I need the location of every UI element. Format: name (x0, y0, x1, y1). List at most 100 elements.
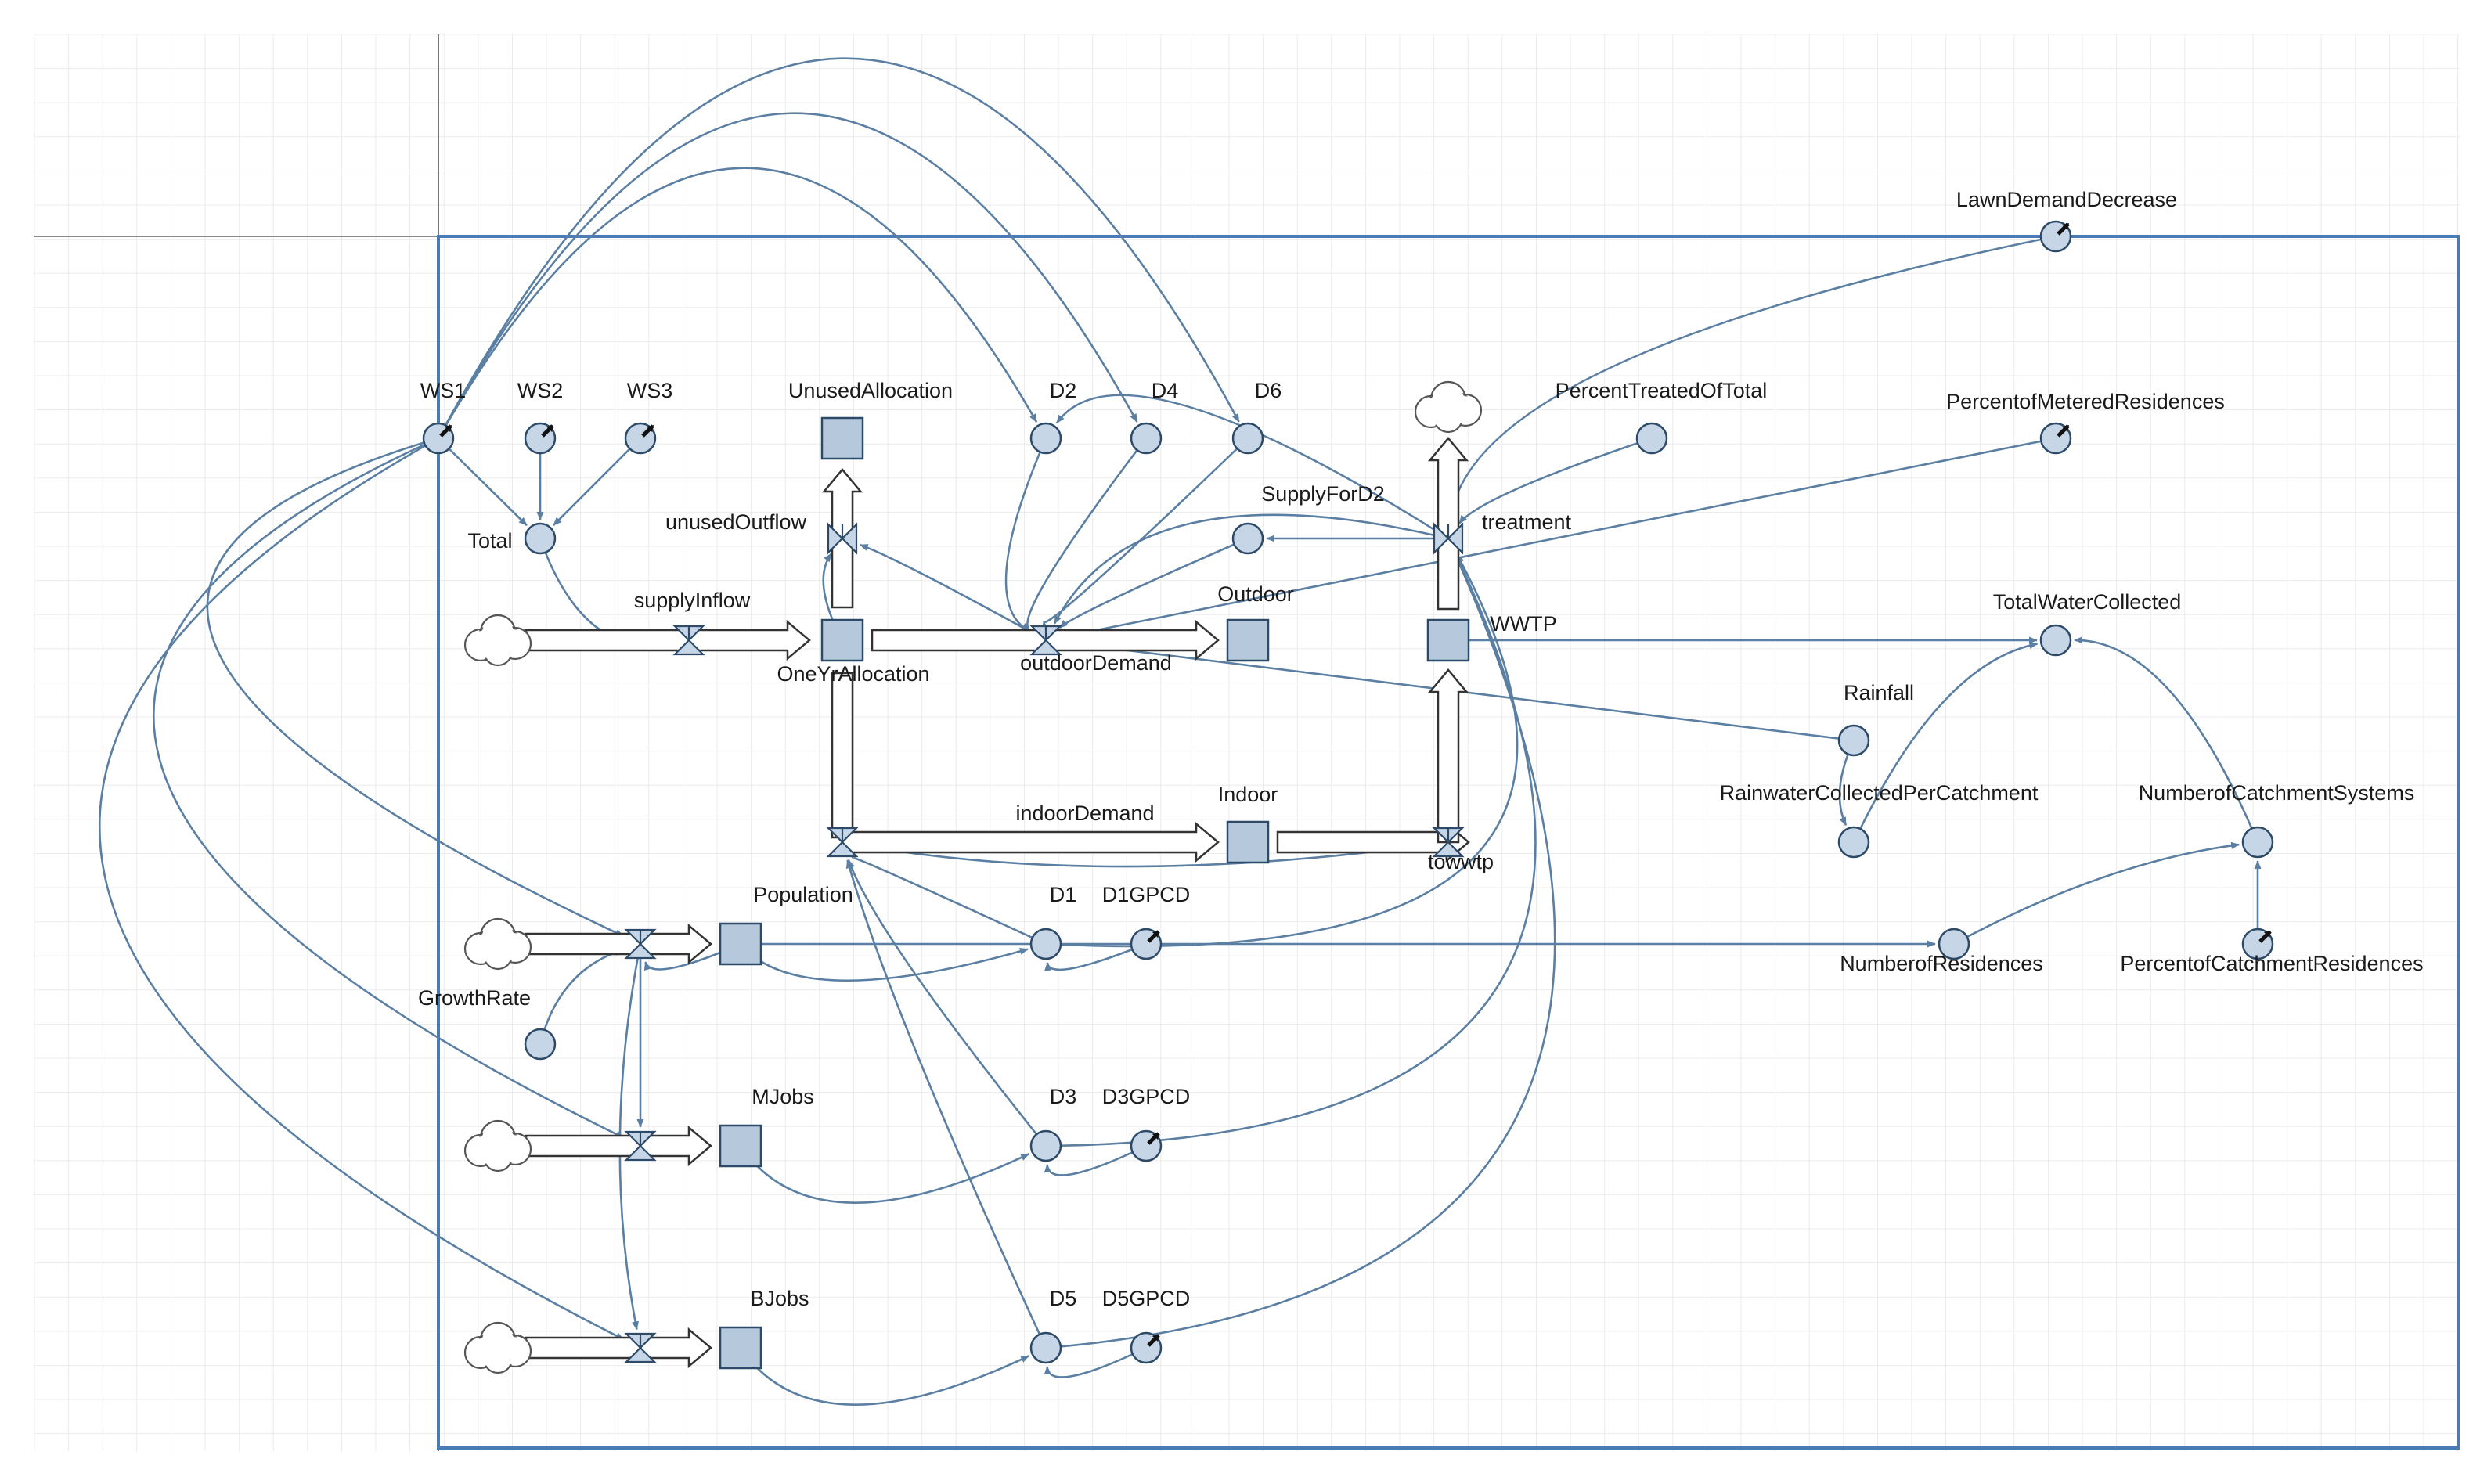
valve-bjobsFlow[interactable] (624, 1332, 657, 1363)
connector-D3GPCD-to-D3[interactable] (1044, 1144, 1147, 1176)
converter-label-Rainfall: Rainfall (1844, 681, 1914, 704)
converter-NumberofCatchmentSystems[interactable] (2241, 826, 2274, 859)
valve-towwtp[interactable] (1432, 827, 1465, 858)
connector-D5-to-indoorDemand[interactable] (845, 859, 1047, 1349)
converter-WS2[interactable] (524, 422, 557, 455)
connector-WS1-to-Total[interactable] (438, 438, 528, 527)
converter-label-WS3: WS3 (627, 379, 673, 402)
connector-D6-to-outdoorDemand[interactable] (1041, 438, 1249, 630)
connector-PercentTreatedOfTotal-to-treatment[interactable] (1458, 437, 1653, 524)
connector-D3-to-indoorDemand[interactable] (847, 859, 1047, 1147)
converter-NumberofResidences[interactable] (1938, 928, 1970, 960)
converter-TotalWaterCollected[interactable] (2039, 624, 2072, 657)
valve-unusedOutflow[interactable] (827, 522, 858, 555)
connector-WS1-to-popFlow[interactable] (206, 437, 625, 938)
converter-D6[interactable] (1231, 422, 1264, 455)
converter-SupplyForD2[interactable] (1231, 522, 1264, 555)
connector-D1GPCD-to-D1[interactable] (1044, 942, 1147, 971)
converter-label-GrowthRate: GrowthRate (418, 986, 531, 1010)
stock-WWTP[interactable] (1426, 618, 1470, 662)
converter-label-D3GPCD: D3GPCD (1102, 1085, 1191, 1108)
converter-Rainfall[interactable] (1837, 724, 1870, 757)
connector-BJobs-to-D5[interactable] (739, 1347, 1030, 1406)
connector-D5-to-treatment[interactable] (1045, 555, 1556, 1349)
flow-label-indoorDemand: indoorDemand (1015, 801, 1154, 825)
connector-D1-to-treatment[interactable] (1045, 554, 1519, 948)
converter-label-RainwaterCollectedPerCatchment: RainwaterCollectedPerCatchment (1720, 781, 2039, 805)
connector-treatment-to-D2[interactable] (1055, 394, 1449, 540)
converter-PercentofMeteredResidences[interactable] (2039, 422, 2072, 455)
stock-UnusedAllocation[interactable] (820, 416, 864, 460)
connector-WS1-to-mjobsFlow[interactable] (153, 437, 625, 1139)
connector-WS1-to-D4[interactable] (437, 112, 1138, 439)
valve-indoorDemand[interactable] (826, 827, 859, 858)
valve-layer (624, 522, 1465, 1363)
stock-Indoor[interactable] (1226, 820, 1270, 864)
connector-WS1-to-D2[interactable] (437, 167, 1038, 439)
stock-MJobs[interactable] (719, 1124, 762, 1168)
converter-label-TotalWaterCollected: TotalWaterCollected (1993, 590, 2182, 614)
connector-SupplyForD2-to-outdoorDemand[interactable] (1058, 537, 1249, 629)
converter-D4[interactable] (1130, 422, 1163, 455)
connector-D2-to-outdoorDemand[interactable] (1004, 438, 1047, 632)
converter-WS1[interactable] (422, 422, 455, 455)
connector-WS1-to-bjobsFlow[interactable] (99, 437, 625, 1341)
converter-GrowthRate[interactable] (524, 1028, 557, 1061)
connector-LawnDemandDecrease-to-treatment[interactable] (1447, 235, 2057, 521)
converter-label-D1GPCD: D1GPCD (1102, 883, 1191, 906)
valve-mjobsFlow[interactable] (624, 1130, 657, 1162)
stock-label-Outdoor: Outdoor (1217, 582, 1294, 606)
stock-layer (719, 416, 1470, 1370)
flow-pipe-indoorDemand (831, 672, 854, 839)
converter-Total[interactable] (524, 522, 557, 555)
converter-label-Total: Total (467, 529, 512, 553)
valve-popFlow[interactable] (624, 928, 657, 960)
converter-label-PercentofCatchmentResidences: PercentofCatchmentResidences (2120, 952, 2423, 975)
converter-D3GPCD[interactable] (1130, 1129, 1163, 1162)
converter-D5GPCD[interactable] (1130, 1331, 1163, 1364)
flow-label-treatment: treatment (1482, 510, 1572, 534)
converter-label-D3: D3 (1050, 1085, 1077, 1108)
connector-GrowthRate-to-popFlow[interactable] (539, 949, 624, 1045)
connector-WS1-to-D6[interactable] (437, 57, 1240, 439)
connector-NumberofCatchmentSystems-to-TotalWaterCollected[interactable] (2074, 636, 2259, 843)
connector-D4-to-outdoorDemand[interactable] (1021, 438, 1148, 632)
cloud-icon (463, 614, 532, 667)
connector-PercentofMeteredResidences-to-outdoorDemand[interactable] (1063, 437, 2057, 639)
converter-WS3[interactable] (624, 422, 657, 455)
connector-outdoorDemand-to-unusedOutflow[interactable] (859, 543, 1047, 642)
converter-PercentTreatedOfTotal[interactable] (1635, 422, 1668, 455)
converter-D5[interactable] (1029, 1331, 1062, 1364)
stock-OneYrAllocation[interactable] (820, 618, 864, 662)
stock-Outdoor[interactable] (1226, 618, 1270, 662)
stock-label-Population: Population (753, 883, 853, 906)
connector-WS3-to-Total[interactable] (553, 438, 641, 526)
converter-D3[interactable] (1029, 1129, 1062, 1162)
valve-outdoorDemand[interactable] (1029, 625, 1062, 656)
converter-D1[interactable] (1029, 928, 1062, 960)
connector-towwtp-to-indoorDemand[interactable] (860, 841, 1449, 868)
connector-MJobs-to-D3[interactable] (739, 1145, 1030, 1204)
converter-D2[interactable] (1029, 422, 1062, 455)
converter-label-D6: D6 (1255, 379, 1282, 402)
flow-pipe-supplyInflow (525, 619, 811, 661)
connector-NumberofResidences-to-NumberofCatchmentSystems[interactable] (1953, 841, 2240, 946)
converter-LawnDemandDecrease[interactable] (2039, 220, 2072, 253)
converter-PercentofCatchmentResidences[interactable] (2241, 928, 2274, 960)
connector-RainwaterCollectedPerCatchment-to-TotalWaterCollected[interactable] (1852, 642, 2039, 843)
connector-D5GPCD-to-D5[interactable] (1044, 1346, 1147, 1378)
connector-D1-to-indoorDemand[interactable] (845, 849, 1047, 946)
valve-treatment[interactable] (1433, 522, 1464, 555)
converter-label-NumberofResidences: NumberofResidences (1840, 952, 2043, 975)
converter-label-LawnDemandDecrease: LawnDemandDecrease (1956, 188, 2177, 211)
stock-label-OneYrAllocation: OneYrAllocation (777, 662, 929, 686)
cloud-icon (463, 1321, 532, 1374)
valve-supplyInflow[interactable] (672, 625, 705, 656)
converter-layer (422, 220, 2274, 1364)
stock-Population[interactable] (719, 922, 762, 966)
connector-treatment-to-outdoorDemand[interactable] (1053, 513, 1449, 625)
converter-RainwaterCollectedPerCatchment[interactable] (1837, 826, 1870, 859)
converter-D1GPCD[interactable] (1130, 928, 1163, 960)
stock-BJobs[interactable] (719, 1326, 762, 1370)
converter-label-WS1: WS1 (420, 379, 467, 402)
